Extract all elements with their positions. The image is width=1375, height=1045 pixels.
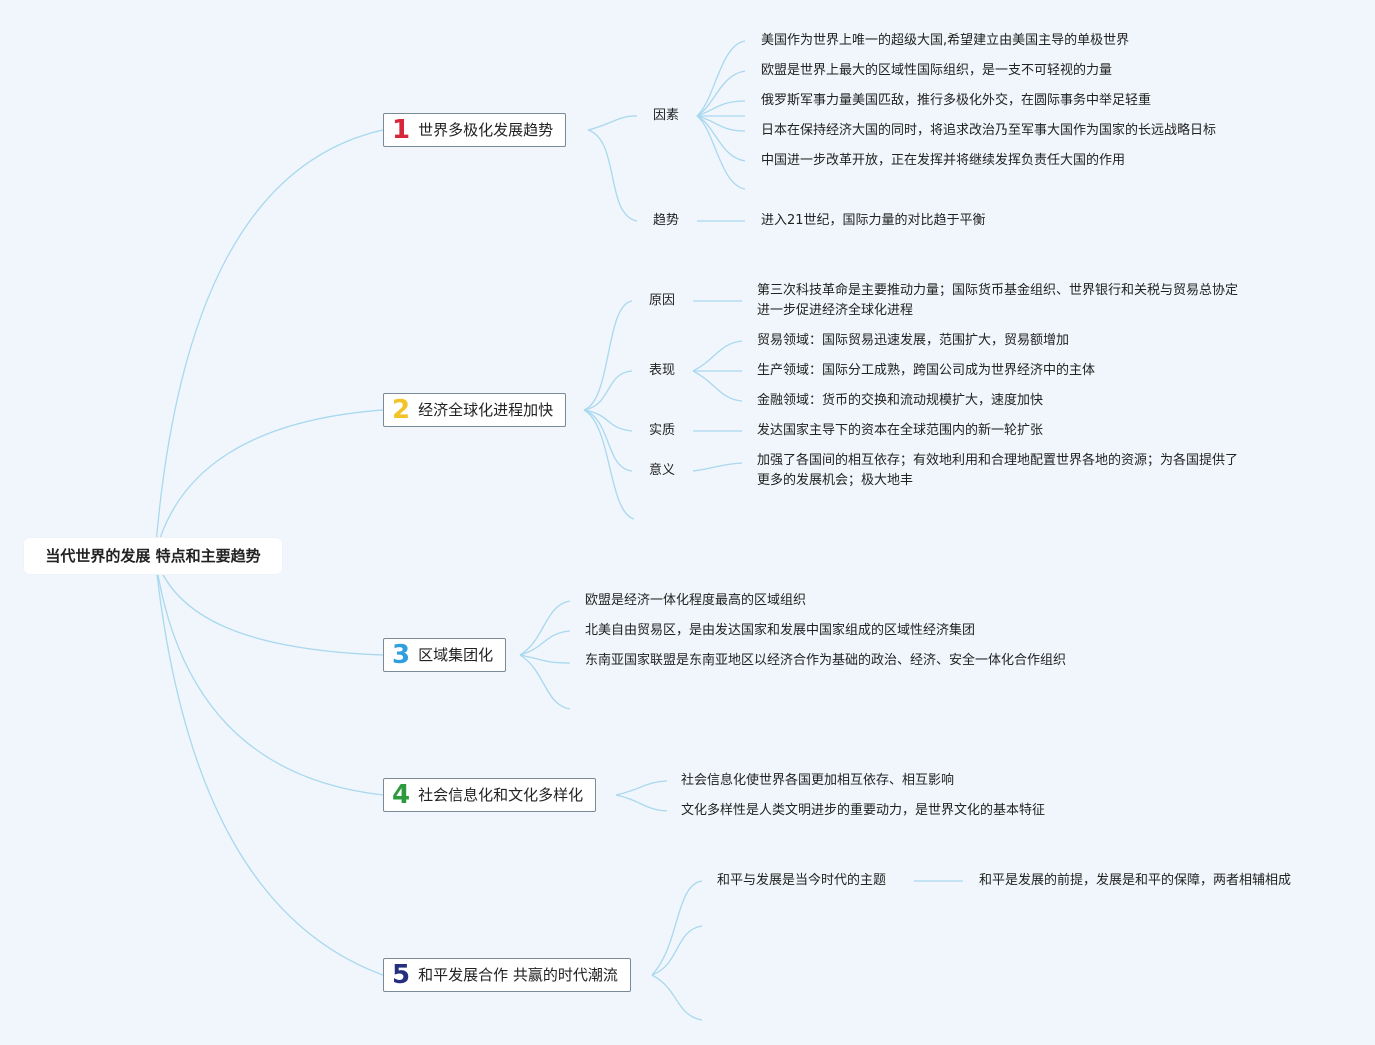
- leaf-item[interactable]: 贸易领域：国际贸易迅速发展，范围扩大，贸易额增加: [757, 333, 1070, 348]
- leaf-item[interactable]: 东南亚国家联盟是东南亚地区以经济合作为基础的政治、经济、安全一体化合作组织: [585, 653, 1067, 668]
- subtopic-label[interactable]: 原因: [649, 293, 676, 308]
- leaf-item[interactable]: 发达国家主导下的资本在全球范围内的新一轮扩张: [757, 423, 1044, 438]
- subtopic-label[interactable]: 意义: [649, 463, 676, 478]
- leaf-item[interactable]: 欧盟是经济一体化程度最高的区域组织: [585, 593, 807, 608]
- subtopic-label[interactable]: 因素: [653, 108, 680, 123]
- topic-title-4: 社会信息化和文化多样化: [418, 786, 584, 804]
- leaf-item[interactable]: 文化多样性是人类文明进步的重要动力，是世界文化的基本特征: [681, 803, 1046, 818]
- topic-node-1[interactable]: 1 世界多极化发展趋势: [383, 113, 567, 147]
- topic-title-1: 世界多极化发展趋势: [418, 121, 554, 139]
- topic-number-1: 1: [392, 115, 411, 145]
- topic-title-3: 区域集团化: [418, 646, 494, 664]
- leaf-item[interactable]: 进入21世纪，国际力量的对比趋于平衡: [761, 213, 986, 228]
- leaf-item[interactable]: 中国进一步改革开放，正在发挥并将继续发挥负责任大国的作用: [761, 153, 1126, 168]
- topic-number-5: 5: [392, 960, 411, 990]
- leaf-item[interactable]: 美国作为世界上唯一的超级大国,希望建立由美国主导的单极世界: [761, 33, 1130, 48]
- leaf-item[interactable]: 第三次科技革命是主要推动力量；国际货币基金组织、世界银行和关税与贸易总协定 进一…: [757, 283, 1239, 318]
- topic-number-2: 2: [392, 395, 411, 425]
- leaf-item[interactable]: 和平是发展的前提，发展是和平的保障，两者相辅相成: [979, 873, 1292, 888]
- topic-title-2: 经济全球化进程加快: [418, 401, 554, 419]
- leaf-item[interactable]: 生产领域：国际分工成熟，跨国公司成为世界经济中的主体: [757, 363, 1096, 378]
- root-node[interactable]: 当代世界的发展 特点和主要趋势: [24, 538, 282, 574]
- topic-node-2[interactable]: 2 经济全球化进程加快: [383, 393, 567, 427]
- topic-number-4: 4: [392, 780, 411, 810]
- subtopic-label[interactable]: 实质: [649, 423, 676, 438]
- topic-node-4[interactable]: 4 社会信息化和文化多样化: [383, 778, 597, 812]
- topic-title-5: 和平发展合作 共赢的时代潮流: [418, 966, 618, 984]
- subtopic-label[interactable]: 和平与发展是当今时代的主题: [717, 873, 887, 888]
- leaf-item[interactable]: 欧盟是世界上最大的区域性国际组织，是一支不可轻视的力量: [761, 63, 1113, 78]
- topic-node-5[interactable]: 5 和平发展合作 共赢的时代潮流: [383, 958, 631, 992]
- leaf-item[interactable]: 日本在保持经济大国的同时，将追求改治乃至军事大国作为国家的长远战略日标: [761, 123, 1217, 138]
- topic-node-3[interactable]: 3 区域集团化: [383, 638, 507, 672]
- topic-number-3: 3: [392, 640, 411, 670]
- leaf-item[interactable]: 社会信息化使世界各国更加相互依存、相互影响: [681, 773, 955, 788]
- leaf-item[interactable]: 加强了各国间的相互依存；有效地利用和合理地配置世界各地的资源；为各国提供了 更多…: [757, 453, 1239, 488]
- leaf-item[interactable]: 北美自由贸易区，是由发达国家和发展中国家组成的区域性经济集团: [585, 623, 976, 638]
- subtopic-label[interactable]: 表现: [649, 363, 676, 378]
- leaf-item[interactable]: 俄罗斯军事力量美国匹敌，推行多极化外交，在圆际事务中举足轻重: [761, 93, 1152, 108]
- leaf-item[interactable]: 金融领域：货币的交换和流动规模扩大，速度加快: [757, 393, 1044, 408]
- subtopic-label[interactable]: 趋势: [653, 213, 680, 228]
